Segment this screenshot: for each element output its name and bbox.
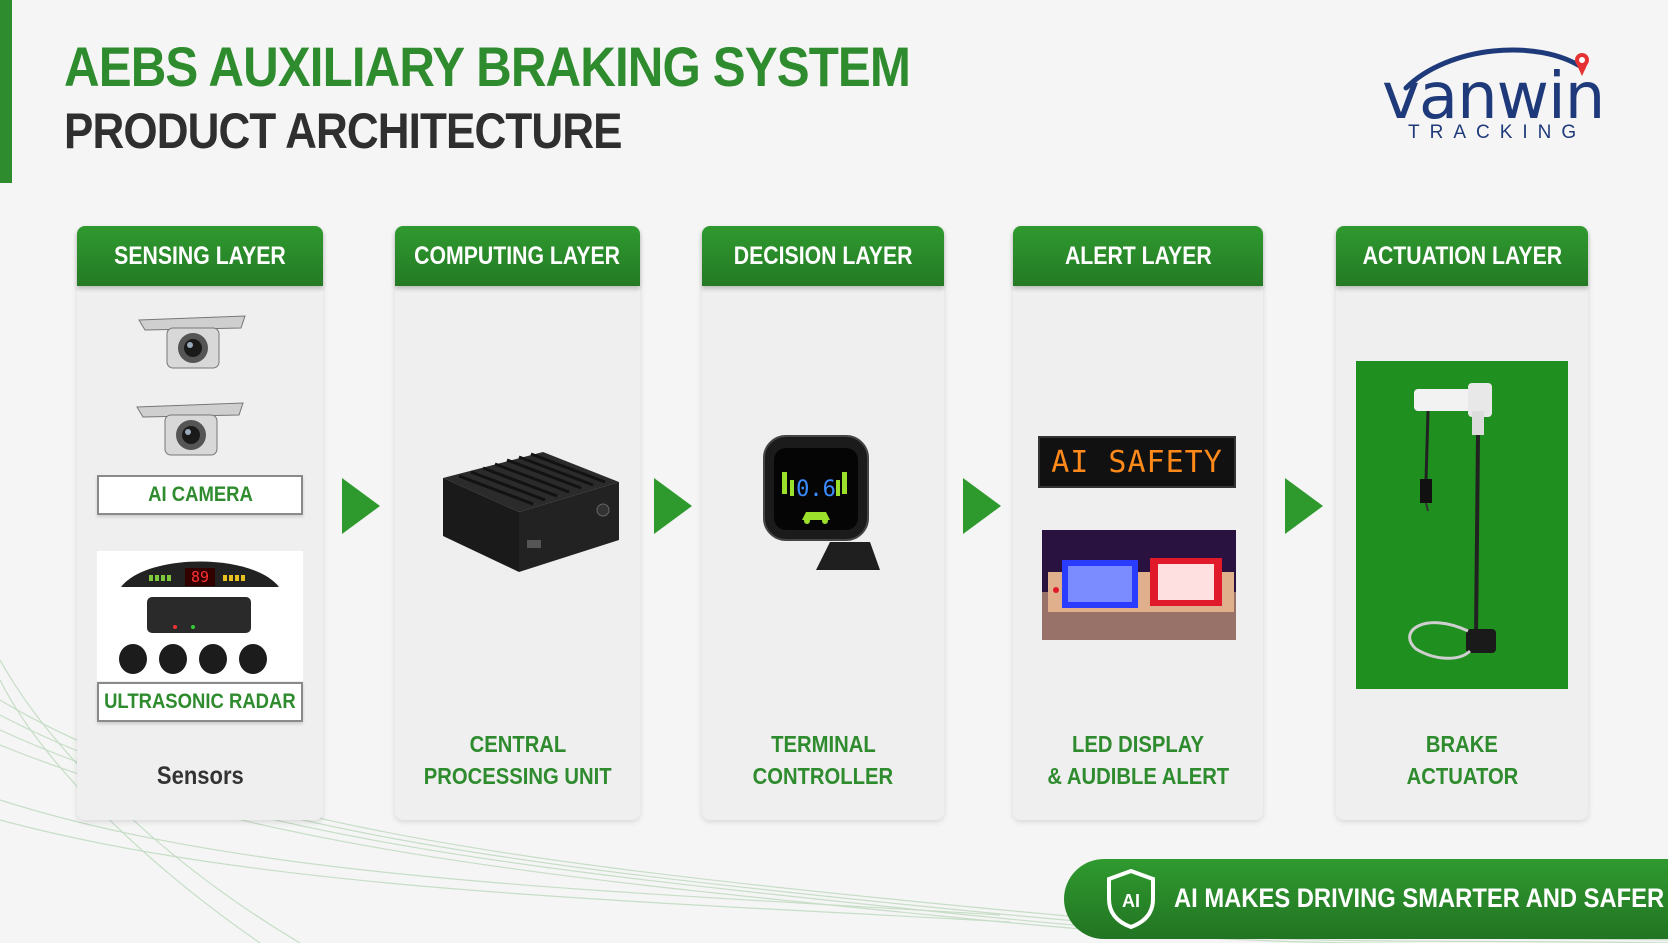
- logo-subtitle: TRACKING: [1408, 122, 1587, 143]
- tagline-text: AI MAKES DRIVING SMARTER AND SAFER: [1174, 883, 1665, 913]
- logo-word: vanwin: [1382, 60, 1605, 134]
- alert-layer-caption: LED DISPLAY & AUDIBLE ALERT: [1047, 731, 1229, 789]
- actuation-layer-card: ACTUATION LAYER BRAKE ACTUATOR: [1336, 226, 1588, 820]
- led-sign-display: AI SAFETY: [1038, 436, 1236, 488]
- page-subtitle: PRODUCT ARCHITECTURE: [64, 103, 623, 159]
- computing-layer-caption: CENTRAL PROCESSING UNIT: [423, 731, 612, 789]
- terminal-controller-icon: 0.6: [763, 435, 880, 570]
- flow-arrow-icon: [963, 478, 1001, 534]
- header-accent-bar: [0, 0, 12, 183]
- ai-camera-label: AI CAMERA: [97, 475, 303, 515]
- camera-icon: [138, 315, 246, 369]
- sensing-layer-header: SENSING LAYER: [77, 226, 323, 286]
- flow-arrow-icon: [1285, 478, 1323, 534]
- brake-actuator-icon: [1408, 383, 1496, 660]
- alert-layer-card: ALERT LAYER AI SAFETY LED DISPLAY & AUDI…: [1013, 226, 1263, 820]
- decision-layer-card: DECISION LAYER 0.6 TERMINAL CONTROLLER: [702, 226, 944, 820]
- ai-shield-icon: AI: [1107, 869, 1155, 929]
- radar-image: 89: [97, 551, 303, 681]
- computing-layer-card: COMPUTING LAYER CENTRAL PROCESSING UNIT: [395, 226, 640, 820]
- actuation-layer-caption: BRAKE ACTUATOR: [1406, 731, 1518, 789]
- ultrasonic-radar-icon: 89: [119, 561, 279, 674]
- tagline-banner: AI AI MAKES DRIVING SMARTER AND SAFER: [1064, 859, 1668, 939]
- processing-unit-icon: [443, 452, 619, 572]
- vanwin-logo: vanwin TRACKING: [1378, 38, 1628, 148]
- brake-actuator-panel: [1356, 361, 1568, 689]
- controller-screen-readout: 0.6: [796, 477, 836, 502]
- radar-display-readout: 89: [191, 568, 209, 586]
- led-display-icon: [1042, 530, 1236, 640]
- flow-arrow-icon: [342, 478, 380, 534]
- flow-arrow-icon: [654, 478, 692, 534]
- sensing-layer-caption: Sensors: [156, 762, 244, 790]
- decision-layer-caption: TERMINAL CONTROLLER: [752, 731, 894, 789]
- ultrasonic-radar-label: ULTRASONIC RADAR: [97, 682, 303, 722]
- shield-label: AI: [1122, 891, 1140, 911]
- page-title: AEBS AUXILIARY BRAKING SYSTEM: [64, 35, 911, 98]
- alert-layer-header: ALERT LAYER: [1013, 226, 1263, 286]
- logo-arc-icon: [1403, 47, 1589, 91]
- actuation-layer-header: ACTUATION LAYER: [1336, 226, 1588, 286]
- computing-layer-header: COMPUTING LAYER: [395, 226, 640, 286]
- camera-icon: [136, 402, 244, 456]
- decision-layer-header: DECISION LAYER: [702, 226, 944, 286]
- sensing-layer-card: SENSING LAYER AI CAMERA 89: [77, 226, 323, 820]
